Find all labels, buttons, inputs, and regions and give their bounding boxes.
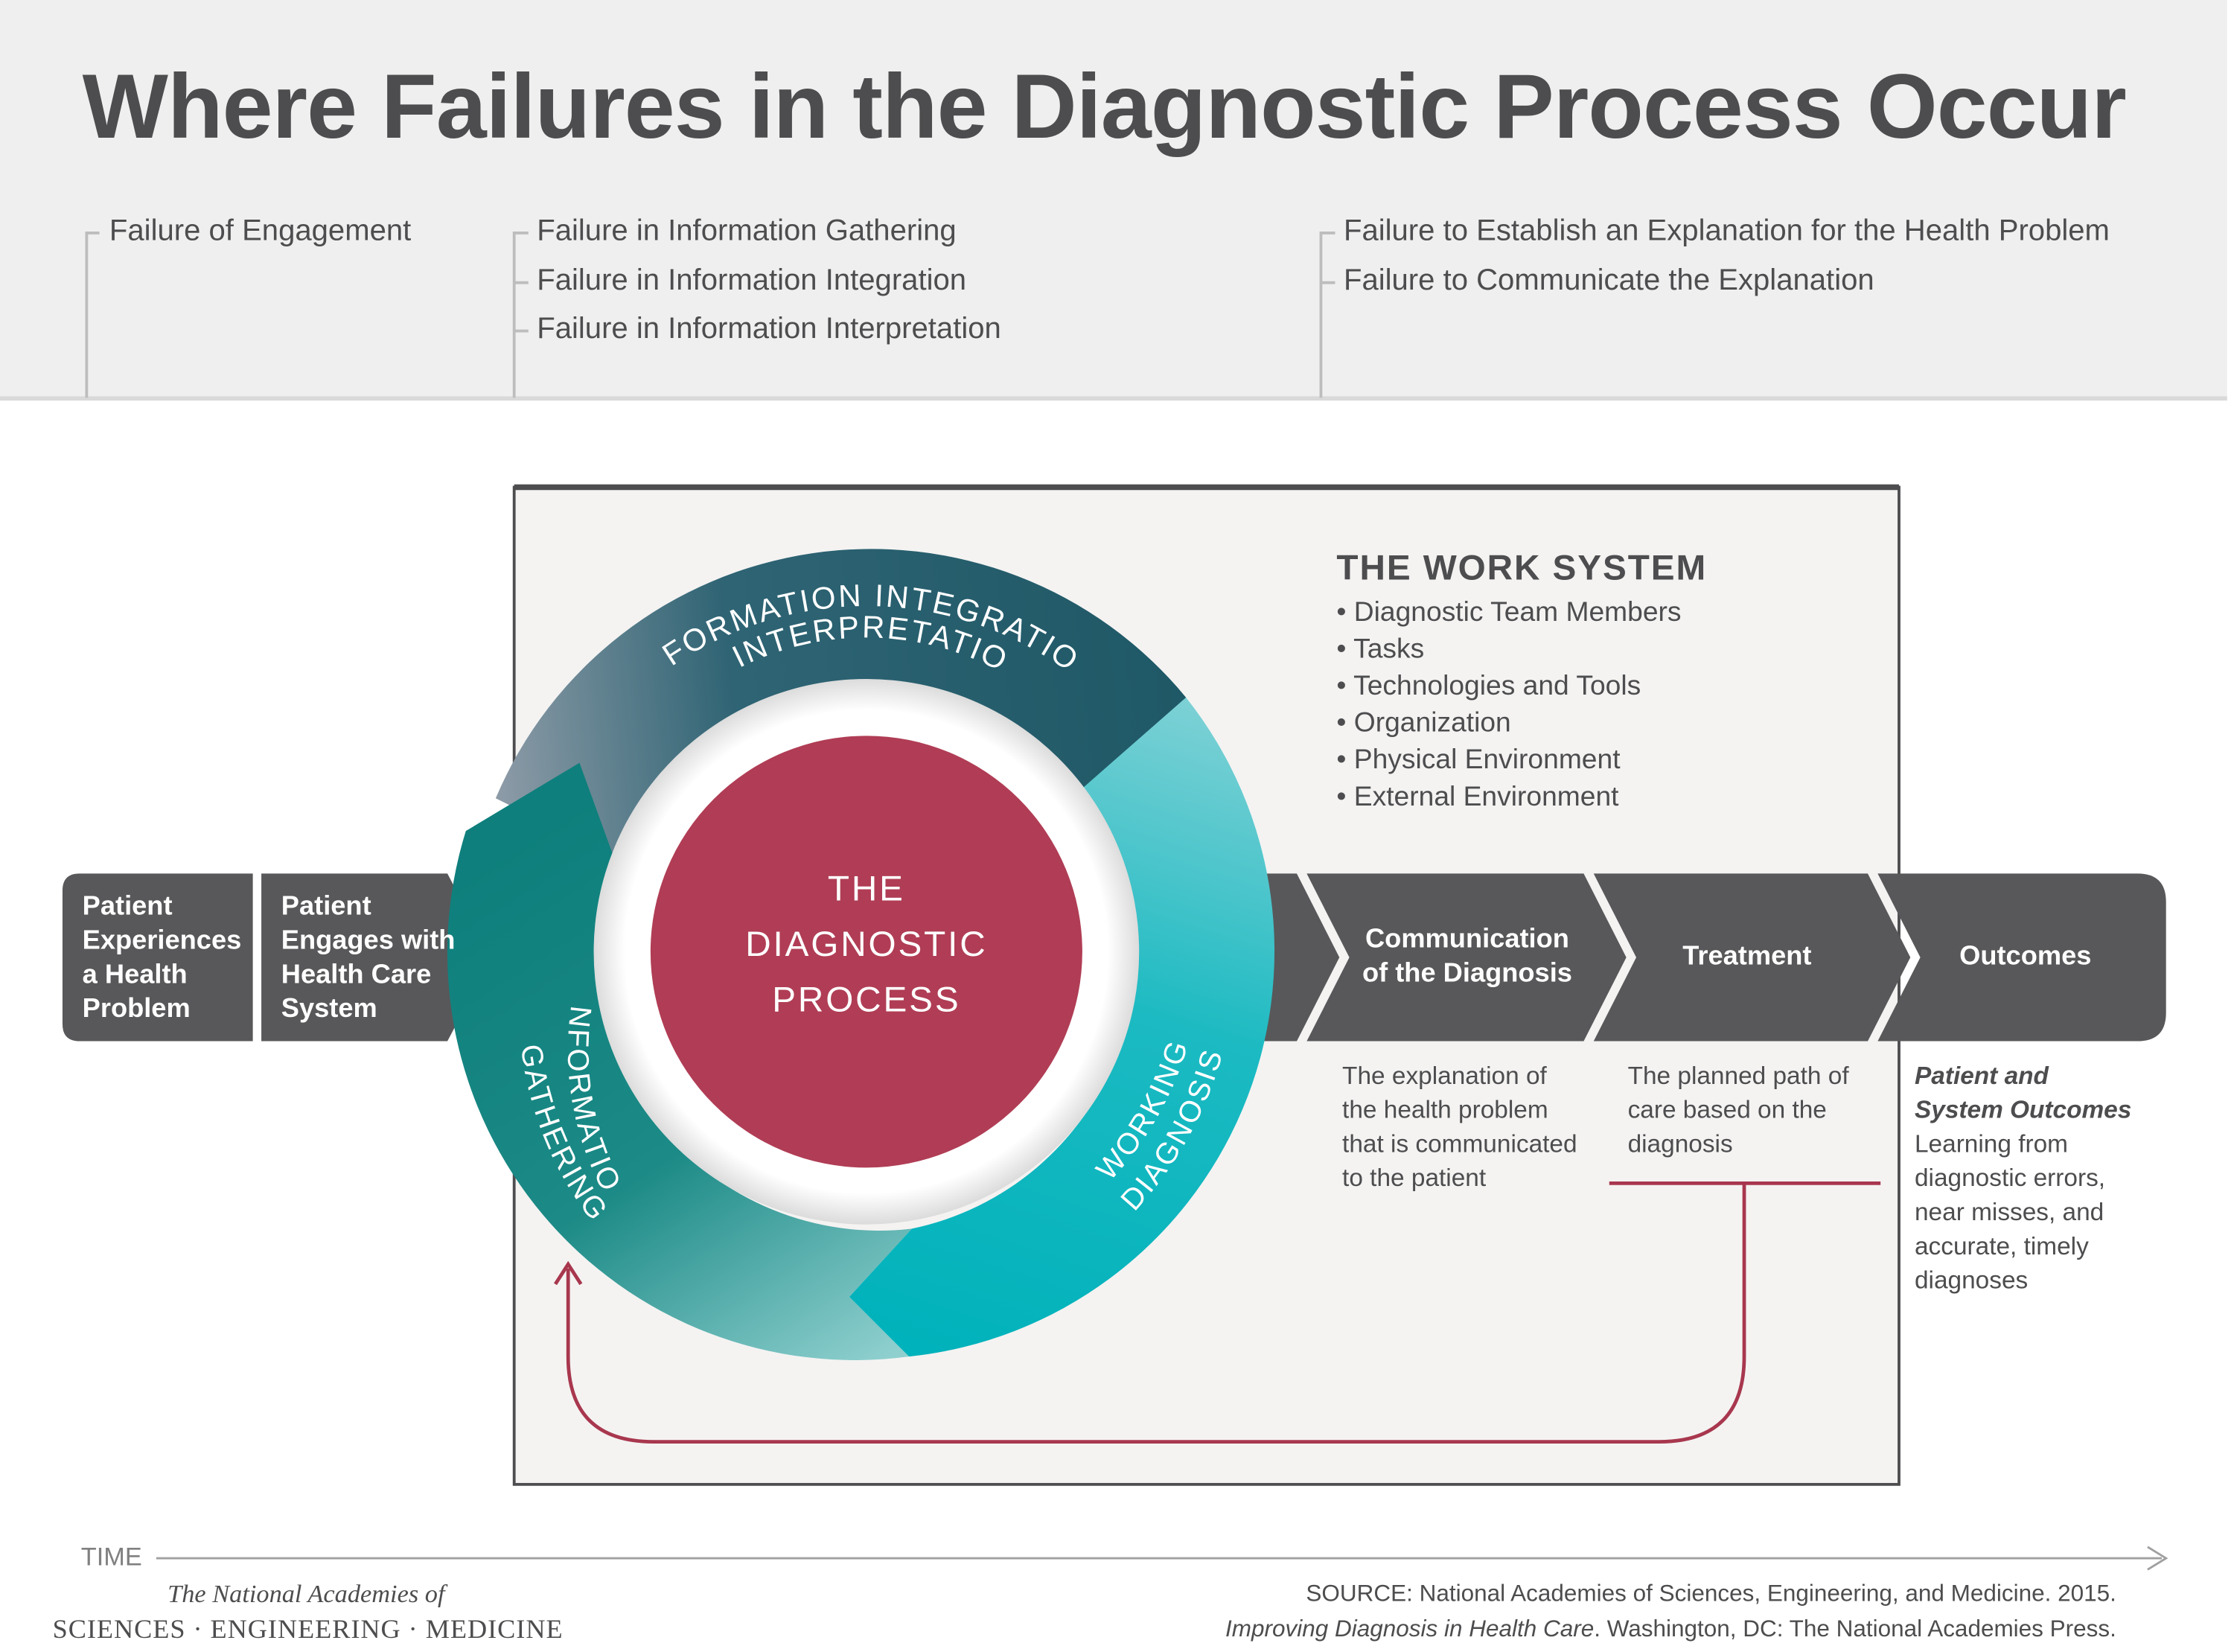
outcomes-heading-line: System Outcomes [1914, 1095, 2132, 1124]
treatment-description: The planned path of care based on the di… [1628, 1058, 1849, 1160]
description-line: diagnoses [1914, 1266, 2029, 1295]
failure-engagement: Failure of Engagement [109, 214, 412, 247]
work-system-item: • Tasks [1336, 633, 1425, 665]
time-label: TIME [80, 1543, 142, 1572]
work-system-title: THE WORK SYSTEM [1336, 548, 1708, 588]
failure-bracket-lines [85, 232, 1335, 398]
description-line: Learning from [1914, 1129, 2069, 1158]
feedback-loop [566, 1183, 1746, 1444]
failure-communicate-explanation: Failure to Communicate the Explanation [1343, 264, 1874, 297]
center-circle [650, 736, 1082, 1168]
step-communication [1306, 873, 1627, 1042]
description-line: care based on the [1627, 1095, 1827, 1124]
feedback-arrow-icon [554, 1260, 583, 1286]
work-system-list: • Diagnostic Team Members • Tasks • Tech… [1336, 594, 1681, 816]
step-line: System [281, 994, 377, 1024]
failure-information-integration: Failure in Information Integration [537, 264, 967, 297]
step-treatment [1593, 873, 1911, 1042]
source-publisher: . Washington, DC: The National Academies… [1594, 1616, 2116, 1642]
step-line: Communication [1365, 925, 1569, 955]
communication-description: The explanation of the health problem th… [1342, 1058, 1577, 1194]
step-line: of the Diagnosis [1362, 958, 1572, 989]
description-line: accurate, timely [1914, 1231, 2089, 1260]
source-line-1: SOURCE: National Academies of Sciences, … [1306, 1581, 2116, 1607]
arc-information-integration [495, 549, 1187, 857]
outcomes-description: Patient and System Outcomes Learning fro… [1915, 1058, 2131, 1297]
step-line: Patient [281, 892, 371, 922]
center-label-3: PROCESS [772, 980, 960, 1019]
step-communication-label: Communication of the Diagnosis [1350, 923, 1586, 992]
step-patient-experiences-label: Patient Experiences a Health Problem [83, 890, 242, 1027]
arc-working-diagnosis [849, 697, 1275, 1357]
organization-line-1: The National Academies of [167, 1579, 445, 1608]
description-line: diagnostic errors, [1914, 1163, 2106, 1192]
description-line: near misses, and [1914, 1197, 2104, 1226]
outcomes-heading-line: Patient and [1914, 1061, 2049, 1090]
step-treatment-label: Treatment [1682, 942, 1812, 972]
failure-information-interpretation: Failure in Information Interpretation [537, 312, 1001, 345]
step-line: a Health [82, 960, 188, 990]
organization-line-2: SCIENCES · ENGINEERING · MEDICINE [52, 1615, 564, 1645]
source-line-2: Improving Diagnosis in Health Care. Wash… [1225, 1616, 2116, 1643]
step-line: Problem [82, 994, 191, 1024]
step-patient-experiences [62, 873, 253, 1042]
description-line: The planned path of [1627, 1061, 1849, 1090]
header-band [0, 0, 2227, 401]
step-line: Health Care [281, 960, 432, 990]
arc-information-gathering [447, 762, 912, 1360]
center-label-2: DIAGNOSTIC [745, 925, 987, 964]
step-line: Engages with [281, 926, 456, 957]
work-system-item: • Technologies and Tools [1336, 670, 1641, 702]
work-system-item: • External Environment [1336, 781, 1619, 813]
page-title: Where Failures in the Diagnostic Process… [82, 55, 2127, 158]
step-outcomes [1877, 873, 2166, 1042]
step-outcomes-label: Outcomes [1959, 942, 2092, 972]
description-line: to the patient [1342, 1163, 1487, 1192]
description-line: The explanation of [1342, 1061, 1547, 1090]
step-patient-engages [261, 873, 492, 1042]
step-line: Patient [82, 892, 173, 922]
description-line: that is communicated [1342, 1129, 1577, 1158]
step-patient-engages-label: Patient Engages with Health Care System [281, 890, 456, 1027]
description-line: the health problem [1342, 1095, 1548, 1124]
center-label-1: THE [828, 870, 905, 909]
work-system-item: • Physical Environment [1336, 744, 1621, 776]
description-line: diagnosis [1627, 1129, 1733, 1158]
failure-information-gathering: Failure in Information Gathering [537, 214, 957, 247]
failure-establish-explanation: Failure to Establish an Explanation for … [1343, 214, 2110, 247]
work-system-item: • Diagnostic Team Members [1336, 596, 1682, 628]
source-book-title: Improving Diagnosis in Health Care [1225, 1616, 1595, 1642]
time-arrow-icon [2147, 1546, 2168, 1571]
work-system-item: • Organization [1336, 707, 1511, 739]
step-line: Experiences [82, 926, 242, 957]
